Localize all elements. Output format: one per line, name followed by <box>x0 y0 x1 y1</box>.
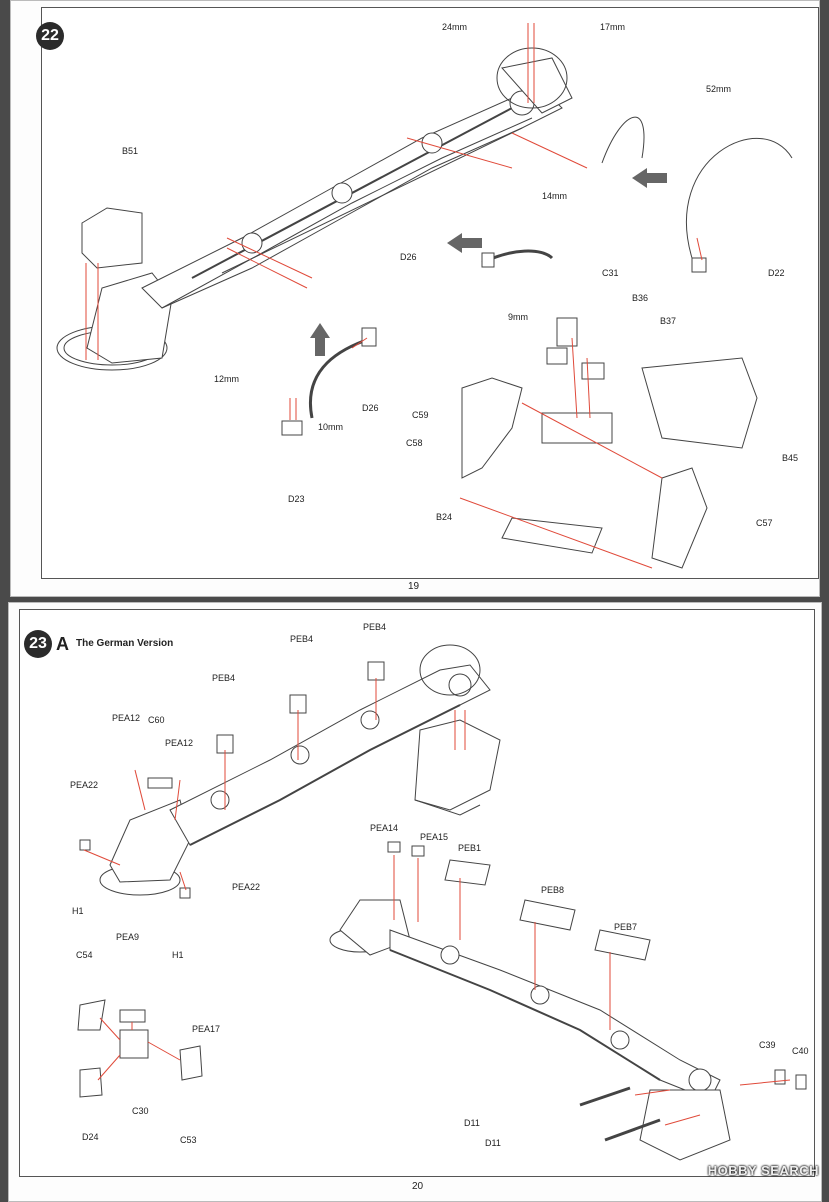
label-14mm: 14mm <box>542 191 568 201</box>
label-B37: B37 <box>660 316 677 326</box>
part-C40 <box>795 1074 807 1090</box>
label-PEB7: PEB7 <box>614 922 638 932</box>
part-D11-b <box>604 1118 661 1142</box>
label-PEB4-a: PEB4 <box>212 673 236 683</box>
label-D26-lower: D26 <box>362 403 379 413</box>
bucket-upper <box>414 719 501 811</box>
step-23-diagram <box>77 644 807 1161</box>
part-PEA15 <box>411 845 425 857</box>
label-PEB1: PEB1 <box>458 843 482 853</box>
label-PEA9: PEA9 <box>116 932 140 942</box>
step-23-frame: 23 A The German Version PEB4 PEB4 PEB4 P… <box>19 609 815 1177</box>
part-C58 <box>461 377 523 479</box>
part-C54 <box>77 999 106 1031</box>
label-C54: C54 <box>76 950 93 960</box>
part-PEB7 <box>594 929 651 961</box>
part-PEB8 <box>519 899 576 931</box>
label-D23: D23 <box>288 494 305 504</box>
label-H1-a: H1 <box>72 906 84 916</box>
label-B36: B36 <box>632 293 649 303</box>
label-10mm: 10mm <box>318 422 344 432</box>
part-D11-a <box>579 1086 631 1107</box>
section-letter: A <box>56 634 69 654</box>
watermark: HOBBY SEARCH <box>707 1163 819 1178</box>
label-D11-a: D11 <box>464 1118 480 1128</box>
bucket-lower <box>639 1089 731 1161</box>
manual-page-19: 22 24mm 17mm 52mm B51 14mm D26 D22 C31 B… <box>10 0 820 597</box>
label-C58: C58 <box>406 438 423 448</box>
label-PEA14: PEA14 <box>370 823 399 833</box>
label-9mm: 9mm <box>508 312 528 322</box>
manual-page-20: 23 A The German Version PEB4 PEB4 PEB4 P… <box>8 602 822 1202</box>
step-number: 22 <box>36 22 64 50</box>
label-PEA17: PEA17 <box>192 1024 221 1034</box>
boom-arm <box>141 87 563 309</box>
label-24mm: 24mm <box>442 22 468 32</box>
label-B51: B51 <box>122 146 139 156</box>
part-C30 <box>119 1029 149 1059</box>
label-D22: D22 <box>768 268 785 278</box>
label-C57: C57 <box>756 518 773 528</box>
label-PEA15: PEA15 <box>420 832 449 842</box>
part-D22 <box>691 257 707 273</box>
label-52mm: 52mm <box>706 84 732 94</box>
label-PEA12-b: PEA12 <box>165 738 194 748</box>
part-D23 <box>281 420 303 436</box>
part-C39 <box>774 1069 786 1085</box>
label-C30: C30 <box>132 1106 149 1116</box>
label-C59: C59 <box>412 410 429 420</box>
part-D24 <box>79 1067 103 1098</box>
part-PEA14 <box>387 841 401 853</box>
part-C53 <box>179 1045 203 1081</box>
part-B45 <box>641 357 758 449</box>
step-22-diagram <box>56 23 793 569</box>
section-title: The German Version <box>76 638 174 649</box>
boom-arm-lower <box>389 929 721 1101</box>
label-C60: C60 <box>148 715 165 725</box>
label-PEB4-c: PEB4 <box>363 622 387 632</box>
label-PEB8: PEB8 <box>541 885 565 895</box>
page-number: 20 <box>412 1181 424 1192</box>
label-D11-b: D11 <box>485 1138 501 1148</box>
page-number: 19 <box>408 581 420 592</box>
label-D24: D24 <box>82 1132 99 1142</box>
label-C40: C40 <box>792 1046 809 1056</box>
step-22-frame: 22 24mm 17mm 52mm B51 14mm D26 D22 C31 B… <box>36 7 819 579</box>
hose-52mm <box>685 138 793 259</box>
label-C39: C39 <box>759 1040 776 1050</box>
label-PEA22-a: PEA22 <box>70 780 99 790</box>
label-H1-b: H1 <box>172 950 184 960</box>
part-B24 <box>501 517 603 554</box>
part-PEA9 <box>119 1009 146 1023</box>
part-C57 <box>651 467 708 569</box>
label-C31: C31 <box>602 268 619 278</box>
label-D26-upper: D26 <box>400 252 417 262</box>
part-PEB4-c <box>367 661 385 681</box>
part-PEB1 <box>444 859 491 886</box>
label-C53: C53 <box>180 1135 197 1145</box>
label-PEA12-a: PEA12 <box>112 713 141 723</box>
label-17mm: 17mm <box>600 22 626 32</box>
step-number: 23 <box>24 630 52 658</box>
part-B51 <box>81 207 143 269</box>
label-PEA22-b: PEA22 <box>232 882 261 892</box>
label-12mm: 12mm <box>214 374 240 384</box>
label-B24: B24 <box>436 512 453 522</box>
label-PEB4-b: PEB4 <box>290 634 314 644</box>
part-C60 <box>147 777 173 789</box>
label-B45: B45 <box>782 453 799 463</box>
